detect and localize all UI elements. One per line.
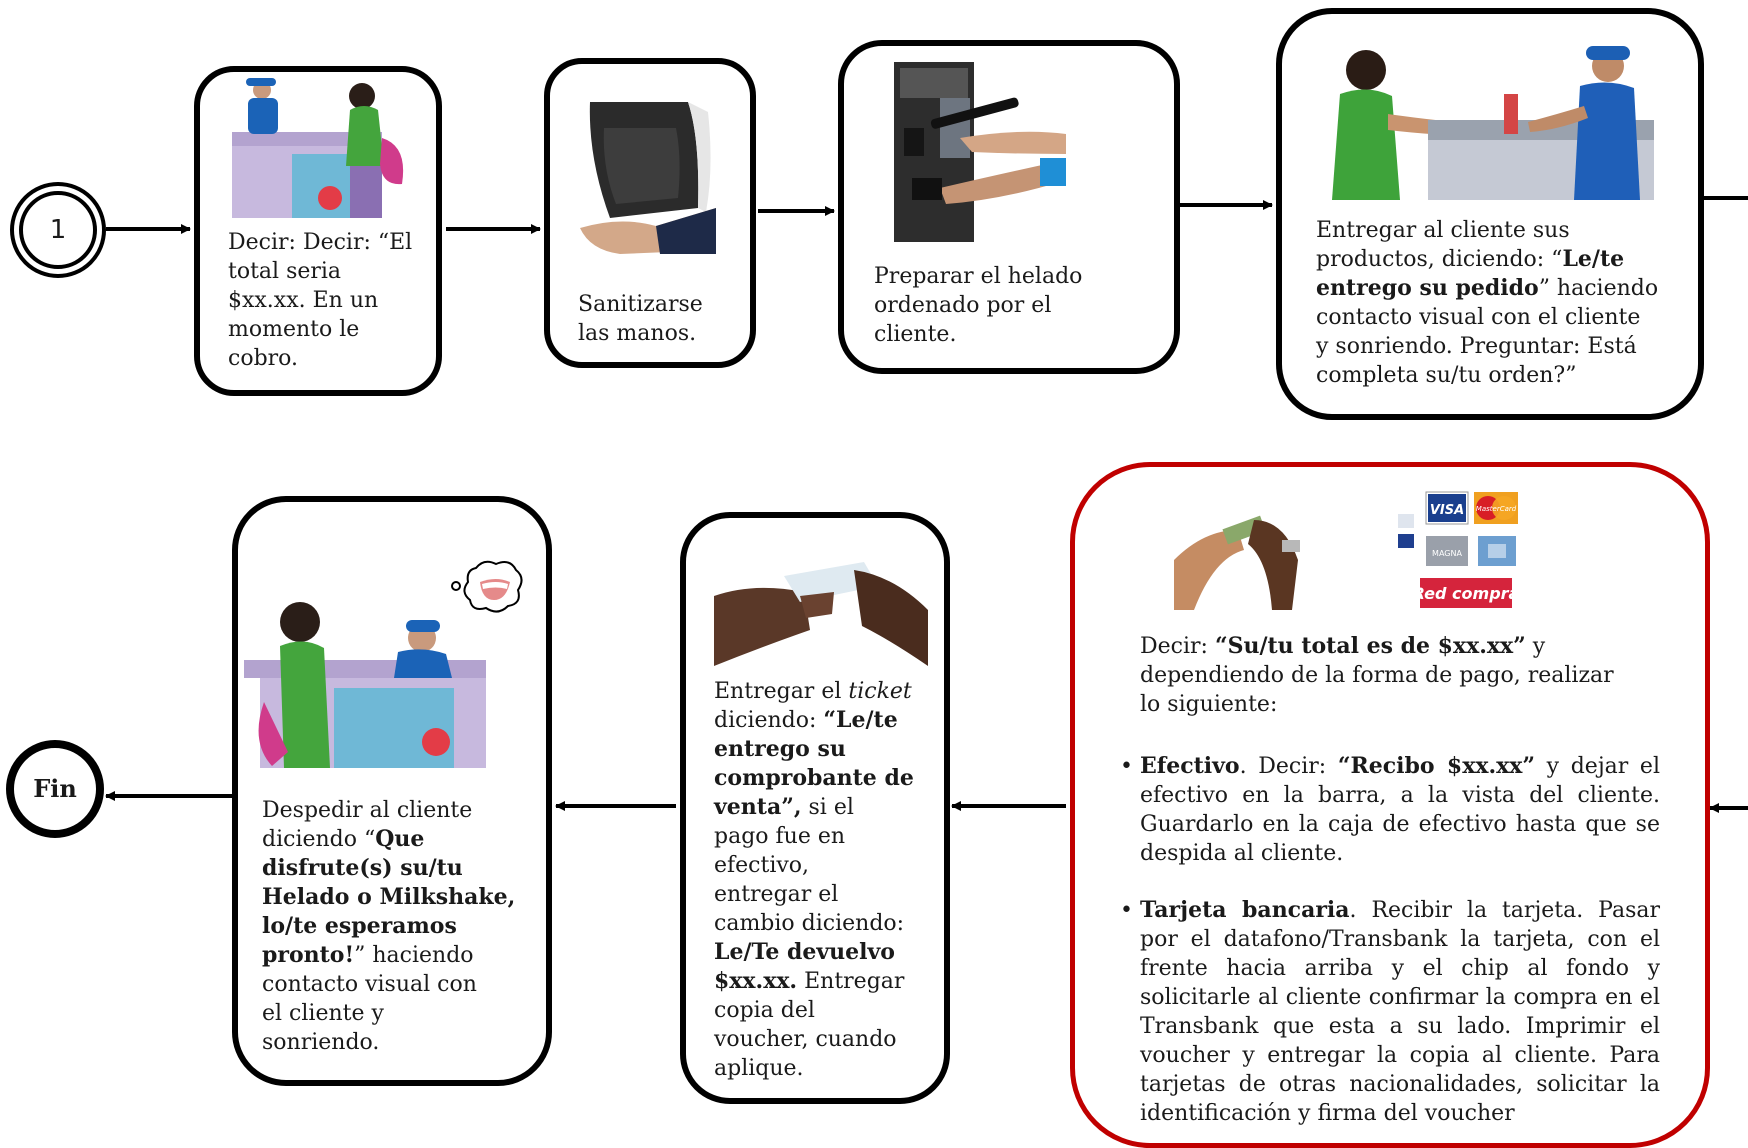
- step-box-1: [194, 66, 442, 396]
- hand-sanitizer-dispenser-illustration: [580, 98, 716, 254]
- step5-intro-text: Decir: “Su/tu total es de $xx.xx” y depe…: [1140, 633, 1614, 717]
- svg-text:Red compra: Red compra: [1413, 584, 1520, 603]
- card-logos: VISA MasterCard MAGNA Red compra: [1394, 490, 1528, 612]
- step5-cash-bullet: • Efectivo. Decir: “Recibo $xx.xx” y dej…: [1120, 753, 1660, 866]
- cash-exchange-illustration: [1174, 500, 1308, 610]
- svg-text:MasterCard: MasterCard: [1476, 505, 1517, 513]
- step4-text: Entregar al cliente sus productos, dicie…: [1316, 218, 1659, 388]
- svg-text:VISA: VISA: [1430, 503, 1464, 518]
- receipt-handover-illustration: [714, 556, 928, 666]
- step6-text: Entregar el ticket diciendo: “Le/te entr…: [714, 679, 914, 1081]
- end-node: Fin: [6, 740, 104, 838]
- svg-text:MAGNA: MAGNA: [1432, 549, 1462, 558]
- smiling-farewell-illustration: [244, 552, 486, 768]
- step5-card-bullet: • Tarjeta bancaria. Recibir la tarjeta. …: [1120, 897, 1660, 1126]
- step7-text: Despedir al cliente diciendo “Que disfru…: [262, 798, 516, 1055]
- start-node: 1: [10, 182, 106, 278]
- handing-order-illustration: [1318, 44, 1654, 200]
- thought-bubble-smile-icon: [450, 558, 524, 616]
- customer-at-counter-illustration: [232, 74, 432, 218]
- start-label: 1: [49, 215, 67, 245]
- end-label: Fin: [33, 774, 77, 803]
- soft-serve-machine-illustration: [890, 58, 1066, 242]
